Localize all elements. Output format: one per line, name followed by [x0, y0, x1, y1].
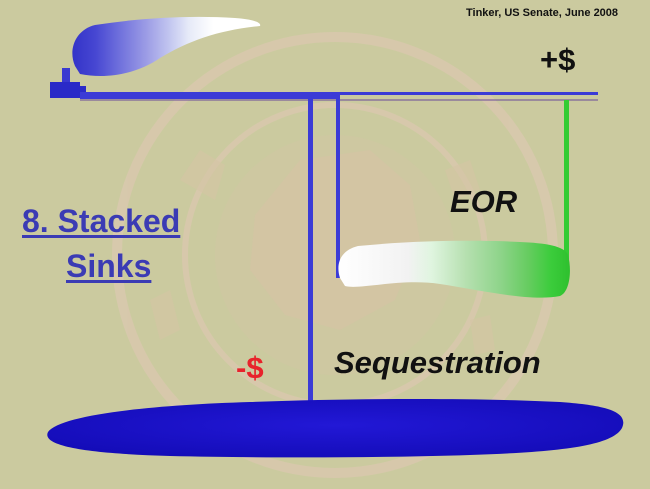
attribution-text: Tinker, US Senate, June 2008 [466, 7, 619, 19]
eor-reservoir [338, 240, 570, 298]
economic-seal-icon [112, 32, 558, 478]
pipe-to-eor [336, 96, 340, 278]
sequestration-label: Sequestration [334, 345, 541, 380]
slide-title-line1: 8. Stacked [22, 203, 181, 239]
eor-label: EOR [450, 184, 518, 219]
smokestack-icon [50, 16, 261, 98]
pipeline-upper [80, 93, 340, 99]
pipe-to-sequestration [308, 96, 313, 408]
cost-label: -$ [236, 350, 264, 385]
sequestration-reservoir [47, 399, 624, 458]
slide-title-line2: Sinks [66, 248, 152, 284]
revenue-label: +$ [540, 42, 576, 77]
pipe-eor-return [564, 100, 569, 260]
